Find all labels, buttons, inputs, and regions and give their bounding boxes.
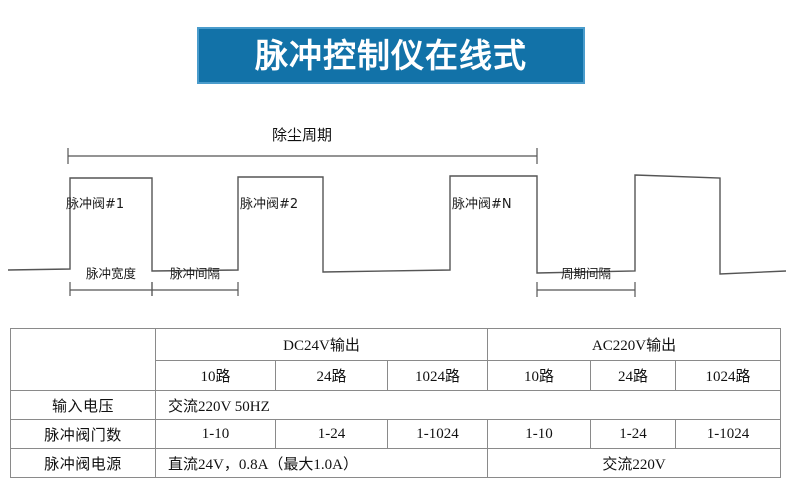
cycle-interval-bracket [536, 282, 636, 297]
table-corner-cell [10, 328, 156, 391]
cycle-interval-label: 周期间隔 [561, 266, 611, 281]
row-value-valve-count-dc-1024: 1-1024 [386, 419, 489, 449]
table-group-header-ac: AC220V输出 [487, 328, 782, 361]
row-value-input-voltage: 交流220V 50HZ [154, 390, 782, 420]
row-label-input-voltage: 输入电压 [10, 390, 156, 420]
cycle-label: 除尘周期 [272, 126, 332, 144]
row-value-valve-count-dc-10: 1-10 [155, 419, 276, 449]
valve-label-2: 脉冲阀#2 [240, 197, 298, 212]
table-header-channel-row: 10路 24路 1024路 10路 24路 1024路 [11, 360, 782, 391]
valve-label-n: 脉冲阀#N [452, 197, 512, 212]
timing-diagram-svg: 除尘周期 脉冲阀#1 脉冲阀#2 脉冲阀#N 脉冲宽度 脉冲间隔 [7, 126, 787, 297]
page-title: 脉冲控制仪在线式 [255, 36, 527, 75]
row-value-valve-count-dc-24: 1-24 [275, 419, 388, 449]
pulse-width-label: 脉冲宽度 [86, 266, 137, 281]
row-value-valve-power-dc: 直流24V，0.8A（最大1.0A） [154, 448, 489, 478]
table-group-header-dc: DC24V输出 [154, 328, 489, 361]
row-value-valve-count-ac-10: 1-10 [487, 419, 592, 449]
table-channel-dc-10: 10路 [155, 360, 276, 391]
table-row: 脉冲阀电源 直流24V，0.8A（最大1.0A） 交流220V [10, 448, 782, 478]
pulse-interval-label: 脉冲间隔 [170, 266, 220, 281]
row-value-valve-count-ac-1024: 1-1024 [675, 419, 782, 449]
row-label-valve-power: 脉冲阀电源 [10, 448, 156, 478]
pulse-waveform [7, 174, 787, 275]
timing-diagram: 除尘周期 脉冲阀#1 脉冲阀#2 脉冲阀#N 脉冲宽度 脉冲间隔 [0, 110, 790, 315]
cycle-bracket [67, 148, 538, 164]
row-value-valve-power-ac: 交流220V [487, 448, 782, 478]
row-label-valve-count: 脉冲阀门数 [10, 419, 156, 449]
table-row: 脉冲阀门数 1-10 1-24 1-1024 1-10 1-24 1-1024 [10, 419, 782, 449]
title-banner: 脉冲控制仪在线式 [197, 27, 585, 84]
spec-table: DC24V输出 AC220V输出 10路 24路 1024路 10路 24路 1… [10, 328, 782, 478]
table-channel-ac-1024: 1024路 [675, 360, 782, 391]
table-row: 输入电压 交流220V 50HZ [10, 390, 782, 420]
pulse-width-bracket [69, 282, 153, 296]
table-channel-ac-10: 10路 [487, 360, 592, 391]
row-value-valve-count-ac-24: 1-24 [590, 419, 677, 449]
valve-label-1: 脉冲阀#1 [66, 197, 124, 212]
pulse-interval-bracket [151, 282, 239, 296]
table-channel-dc-1024: 1024路 [386, 360, 489, 391]
table-channel-dc-24: 24路 [275, 360, 388, 391]
table-channel-ac-24: 24路 [590, 360, 677, 391]
table-header-group-row: DC24V输出 AC220V输出 [10, 328, 782, 391]
